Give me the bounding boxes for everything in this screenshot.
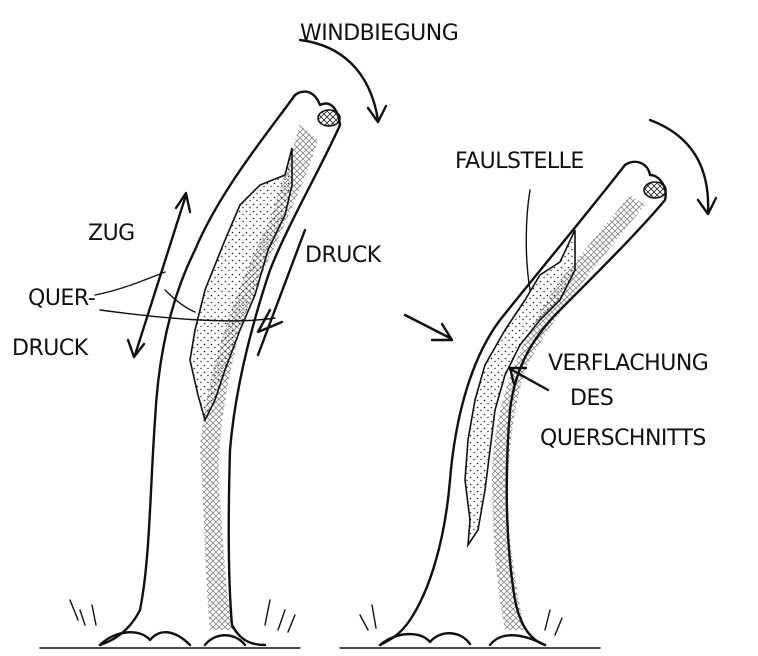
wind-bend-arrow-right	[650, 120, 716, 214]
side-push-arrow	[405, 315, 452, 340]
wind-bend-arrow-left	[300, 40, 386, 122]
right-tree-trunk	[340, 162, 666, 648]
label-querdruck-line2: DRUCK	[12, 336, 89, 361]
label-verflachung-line3: QUERSCHNITTS	[540, 426, 706, 451]
left-tree-trunk	[40, 92, 340, 648]
label-windbiegung: WINDBIEGUNG	[300, 21, 458, 46]
label-faulstelle: FAULSTELLE	[455, 149, 584, 174]
label-verflachung-line1: VERFLACHUNG	[548, 351, 708, 376]
faulstelle-leader	[526, 190, 530, 290]
label-verflachung-line2: DES	[570, 386, 613, 411]
label-druck: DRUCK	[305, 243, 382, 268]
label-zug: ZUG	[88, 221, 135, 246]
label-querdruck-line1: QUER-	[28, 286, 95, 311]
